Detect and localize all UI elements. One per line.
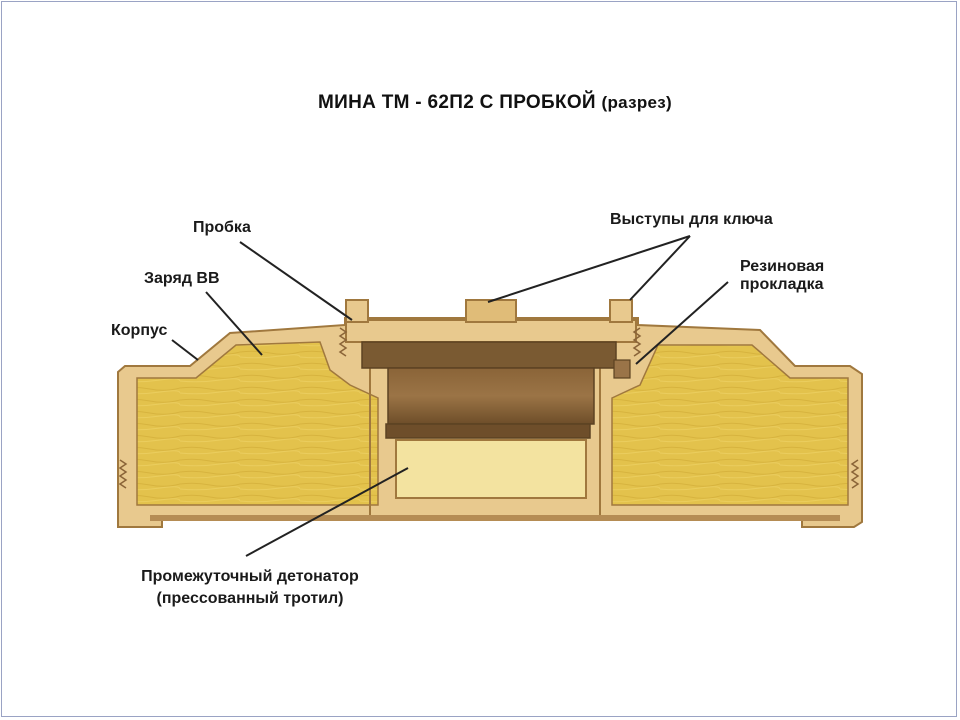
label-body: Корпус bbox=[111, 322, 168, 339]
key-lug-right bbox=[609, 299, 633, 323]
key-lug-left bbox=[345, 299, 369, 323]
charge-left bbox=[136, 341, 379, 506]
plug-threads bbox=[118, 327, 860, 489]
plug-body bbox=[387, 367, 595, 425]
plug-cap bbox=[361, 341, 617, 369]
label-charge: Заряд ВВ bbox=[144, 270, 220, 287]
plug-top bbox=[345, 319, 637, 343]
plug-base bbox=[385, 423, 591, 439]
title-main: МИНА ТМ - 62П2 С ПРОБКОЙ bbox=[317, 92, 596, 113]
diagram-title: МИНА ТМ - 62П2 С ПРОБКОЙ (разрез) bbox=[0, 92, 960, 114]
rubber-gasket bbox=[613, 359, 631, 379]
label-key-lugs: Выступы для ключа bbox=[610, 211, 773, 228]
title-sub: (разрез) bbox=[601, 93, 672, 112]
charge-right bbox=[611, 344, 849, 506]
label-detonator-2: (прессованный тротил) bbox=[156, 590, 344, 607]
leader-lines bbox=[171, 235, 729, 557]
intermediate-detonator bbox=[395, 439, 587, 499]
label-detonator-1: Промежуточный детонатор bbox=[141, 568, 359, 585]
label-rubber-1: Резиновая bbox=[740, 258, 825, 275]
label-plug: Пробка bbox=[193, 219, 251, 236]
label-rubber-2: прокладка bbox=[740, 276, 824, 293]
casing-bottom bbox=[150, 515, 840, 521]
key-lug-center bbox=[465, 299, 517, 323]
